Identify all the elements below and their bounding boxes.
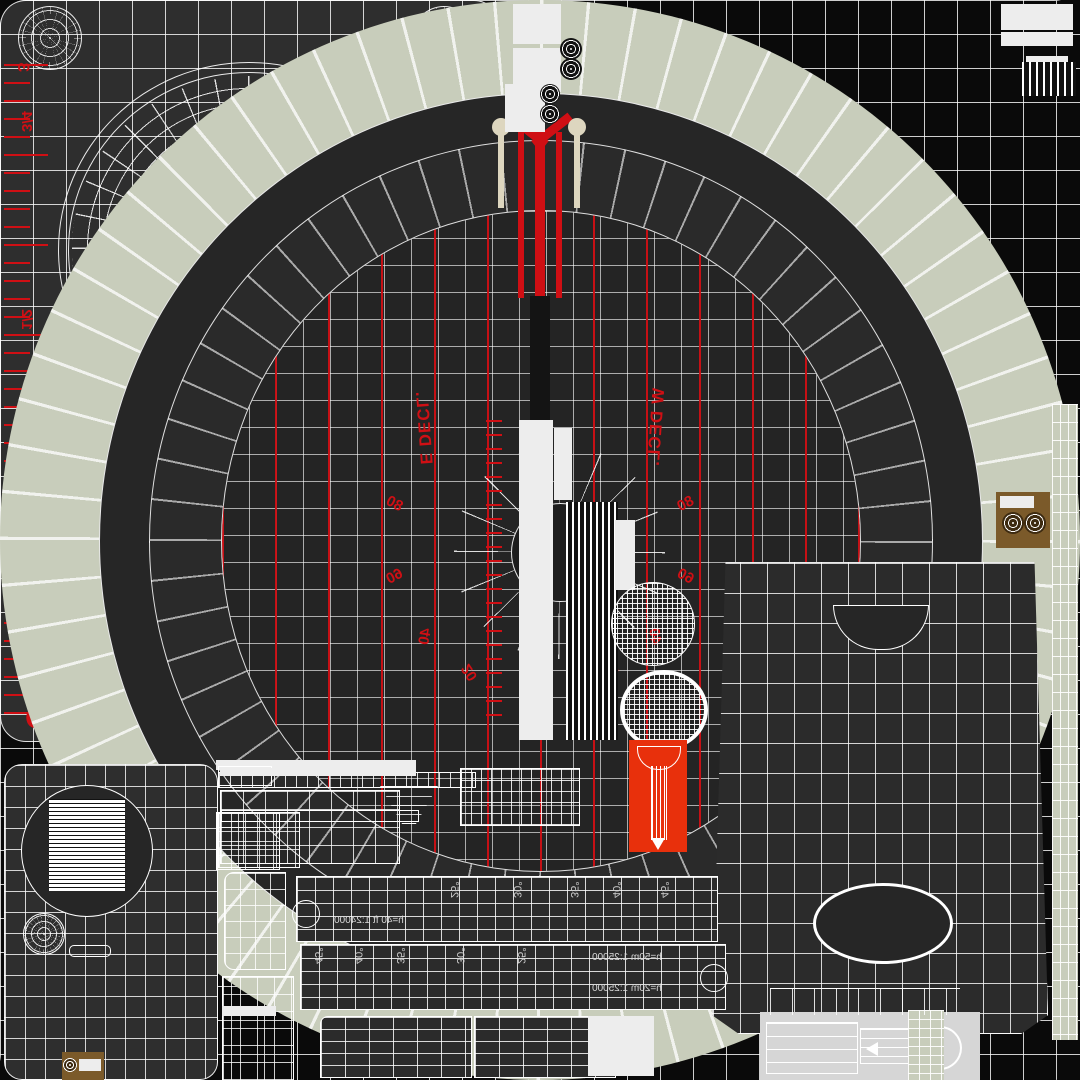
back-screw-circle (23, 913, 65, 955)
uv-island-capsule-disc (611, 582, 695, 666)
uv-island-label-sticker (62, 1052, 104, 1080)
strip-hinge-eye (700, 964, 728, 992)
band-arrow-icon (866, 1042, 878, 1056)
clinometer-degree-mark: 30° (454, 947, 466, 964)
uv-island-clinometer-strip-lower (300, 944, 726, 1010)
uv-island-capsule-disc (620, 670, 708, 750)
red-tick-artifact-strip (486, 420, 502, 720)
clinometer-degree-mark: 30° (511, 881, 523, 898)
uv-island-side-panel (218, 766, 272, 786)
lanyard-clip-shaft (651, 766, 667, 840)
uv-island-right-grid (218, 812, 300, 868)
sticker-barcode (1000, 496, 1034, 508)
uv-island-mirror-lid-back (4, 764, 218, 1080)
clinometer-degree-mark: 45° (312, 947, 324, 964)
lanyard-clip-tip (651, 838, 665, 850)
uv-island-screw-sphere (540, 104, 560, 124)
sticker-seal-icon (1002, 512, 1024, 534)
uv-island-label-sticker (996, 492, 1050, 548)
clinometer-degree-mark: 25° (448, 881, 460, 898)
declination-scale-number: 40 (415, 626, 435, 647)
uv-island-hardware-strip (513, 4, 561, 44)
band-wireframe-a (766, 1022, 858, 1074)
needle-orienting-right (556, 132, 562, 298)
uv-island-edge-strip (566, 502, 618, 740)
uv-island-screw-sphere (560, 38, 582, 60)
strip-hinge-eye (292, 900, 320, 928)
back-slot (69, 945, 111, 957)
orienting-pin-head-right (568, 118, 586, 136)
clinometer-degree-mark: 40° (352, 947, 364, 964)
uv-island-edge-strip (615, 520, 635, 590)
uv-island-edge-strip (554, 428, 572, 500)
sticker-seal-icon (63, 1058, 77, 1072)
bezel-unwrap-lens-hole (813, 882, 953, 964)
uv-island-screw-sphere (560, 58, 582, 80)
uv-island-mini-barcode (222, 1006, 276, 1016)
uv-island-barcode-strip (1022, 62, 1076, 96)
uv-island-bottom-sage-tab (908, 1010, 944, 1080)
clinometer-degree-mark: 40° (610, 881, 622, 898)
uv-island-box-shape (224, 872, 286, 970)
uv-island-bezel-edge-strip (1052, 404, 1078, 1040)
uv-island-barcode-strip (1001, 32, 1073, 46)
clinometer-scale-note: h=50m 1:25000 (592, 952, 662, 963)
uv-island-hardware-strip (505, 84, 545, 132)
back-lens-circle (21, 785, 153, 917)
back-label-block (49, 799, 125, 891)
uv-island-bezel-unwrap (712, 562, 1048, 1034)
compass-needle-north (535, 128, 545, 298)
uv-island-bottom-bar (588, 1016, 654, 1076)
clinometer-degree-mark: 25° (515, 947, 527, 964)
bezel-unwrap-index-notch (833, 605, 929, 650)
uv-island-screw-sphere (540, 84, 560, 104)
clinometer-degree-mark: 35° (568, 881, 580, 898)
uv-island-bottom-bar (320, 1016, 472, 1078)
screw-hardware-icon (18, 6, 82, 70)
sticker-text-block (79, 1059, 101, 1071)
clinometer-scale-note: h=20m 1:25000 (592, 983, 662, 994)
orienting-pin-left (498, 126, 504, 208)
clinometer-scale-note: h=40 ft 1:24000 (334, 915, 404, 926)
clinometer-degree-mark: 45° (658, 881, 670, 898)
uv-island-bottom-band (760, 1012, 980, 1080)
uv-island-right-barcode (220, 768, 416, 776)
orienting-pin-right (574, 126, 580, 208)
clinometer-degree-mark: 35° (394, 947, 406, 964)
needle-orienting-left (518, 132, 524, 298)
uv-island-curved-mesh (770, 988, 960, 1015)
uv-island-barcode-strip (1001, 4, 1073, 30)
uv-island-clinometer-strip-upper (296, 876, 718, 942)
uv-island-lanyard-clip (629, 740, 687, 852)
uv-island-thin-header-bar (216, 760, 416, 770)
uv-island-tall-grid (222, 976, 294, 1080)
uv-island-box-shape (460, 768, 580, 826)
uv-island-edge-strip (519, 420, 553, 740)
sticker-seal-icon (1024, 512, 1046, 534)
